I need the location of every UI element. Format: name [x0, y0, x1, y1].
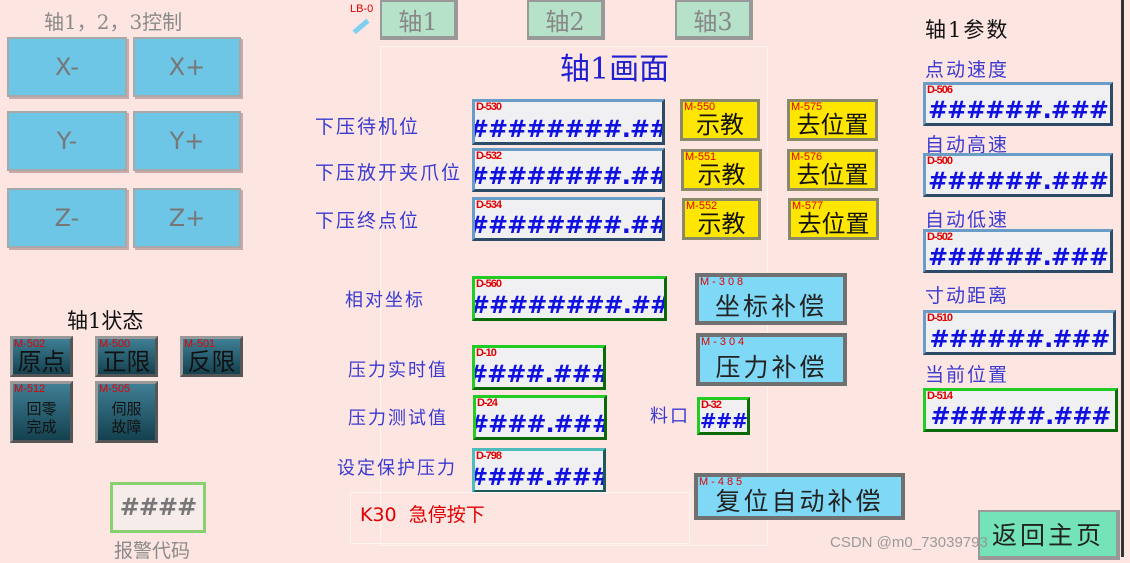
alarm-code-display: ####	[110, 482, 206, 533]
standby-position-field[interactable]: D-530########.##	[472, 99, 665, 145]
jog-speed-field[interactable]: D-506######.###	[923, 82, 1113, 126]
right-edge	[1121, 0, 1124, 557]
pressure-test-field: D-24####.###	[473, 395, 607, 440]
x-plus-button[interactable]: X+	[133, 37, 241, 97]
pressure-test-label: 压力测试值	[348, 408, 448, 429]
relative-coord-field: D-560########.##	[472, 276, 667, 321]
param-label: 寸动距离	[925, 285, 1010, 307]
alarm-code-label: 报警代码	[114, 540, 191, 562]
param-label: 自动低速	[925, 209, 1010, 231]
tab-axis-3[interactable]: 轴3	[675, 0, 753, 40]
auto-low-speed-field[interactable]: D-502######.###	[923, 229, 1113, 273]
y-plus-button[interactable]: Y+	[133, 111, 241, 171]
axis-status-title: 轴1状态	[67, 309, 144, 333]
z-plus-button[interactable]: Z+	[133, 188, 241, 248]
x-minus-button[interactable]: X-	[7, 37, 127, 97]
release-gripper-position-field[interactable]: D-532########.##	[472, 148, 665, 192]
param-label: 当前位置	[925, 364, 1010, 386]
protect-pressure-field[interactable]: D-798####.###	[472, 448, 606, 493]
port-field: D-32###	[697, 397, 750, 435]
pressure-realtime-field: D-10####.###	[472, 345, 606, 390]
return-home-button[interactable]: 返回主页	[978, 510, 1120, 560]
row-label: 下压终点位	[315, 210, 421, 232]
end-position-field[interactable]: D-534########.##	[472, 197, 665, 241]
axis-control-title: 轴1，2，3控制	[44, 10, 183, 34]
y-minus-button[interactable]: Y-	[7, 111, 127, 171]
tab-axis-2[interactable]: 轴2	[527, 0, 605, 40]
arrow-icon	[352, 18, 370, 35]
port-label: 料口	[650, 406, 690, 427]
current-position-field: D-514######.###	[923, 388, 1118, 432]
tab-tag: LB-0	[350, 3, 374, 15]
param-label: 点动速度	[925, 59, 1010, 81]
tab-axis-1[interactable]: 轴1	[380, 0, 458, 40]
z-minus-button[interactable]: Z-	[7, 188, 127, 248]
protect-pressure-label: 设定保护压力	[337, 458, 457, 479]
params-title: 轴1参数	[925, 18, 1010, 42]
row-label: 下压放开夹爪位	[315, 162, 463, 184]
watermark: CSDN @m0_73039793	[830, 534, 988, 551]
alarm-message: K30 急停按下	[360, 504, 485, 526]
pressure-realtime-label: 压力实时值	[348, 360, 448, 381]
param-label: 自动高速	[925, 134, 1010, 156]
relative-coord-label: 相对坐标	[345, 290, 425, 311]
row-label: 下压待机位	[315, 116, 421, 138]
page-title: 轴1画面	[560, 52, 670, 87]
auto-high-speed-field[interactable]: D-500######.###	[923, 153, 1113, 197]
inch-distance-field[interactable]: D-510######.###	[923, 310, 1116, 355]
